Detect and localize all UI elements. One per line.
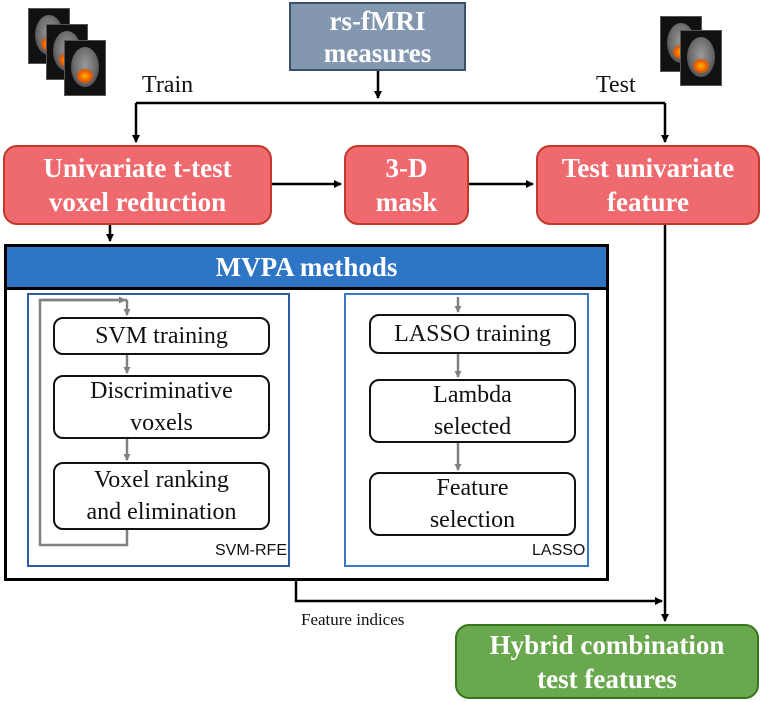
hybrid-combination-box: Hybrid combination test features [455,624,759,699]
lasso-training-step: LASSO training [369,314,576,354]
test-label: Test [596,72,636,98]
lasso-panel [344,293,589,567]
univariate-t-test-box: Univariate t-test voxel reduction [3,145,272,225]
mvpa-methods-header: MVPA methods [4,244,609,290]
3d-mask-box: 3-D mask [344,145,469,225]
arrow-feature-indices [294,581,663,605]
voxel-ranking-step: Voxel ranking and elimination [53,462,270,530]
test-univariate-feature-box: Test univariate feature [536,145,760,225]
svm-rfe-label: SVM-RFE [215,542,287,559]
discriminative-voxels-step: Discriminative voxels [53,375,270,439]
svm-training-step: SVM training [53,317,270,355]
lambda-selected-step: Lambda selected [369,379,576,443]
feature-indices-label: Feature indices [301,610,405,629]
train-label: Train [142,72,194,98]
lasso-label: LASSO [532,542,586,559]
svm-rfe-panel [27,293,290,567]
rs-fmri-measures-box: rs-fMRI measures [289,2,466,71]
feature-selection-step: Feature selection [369,472,576,536]
